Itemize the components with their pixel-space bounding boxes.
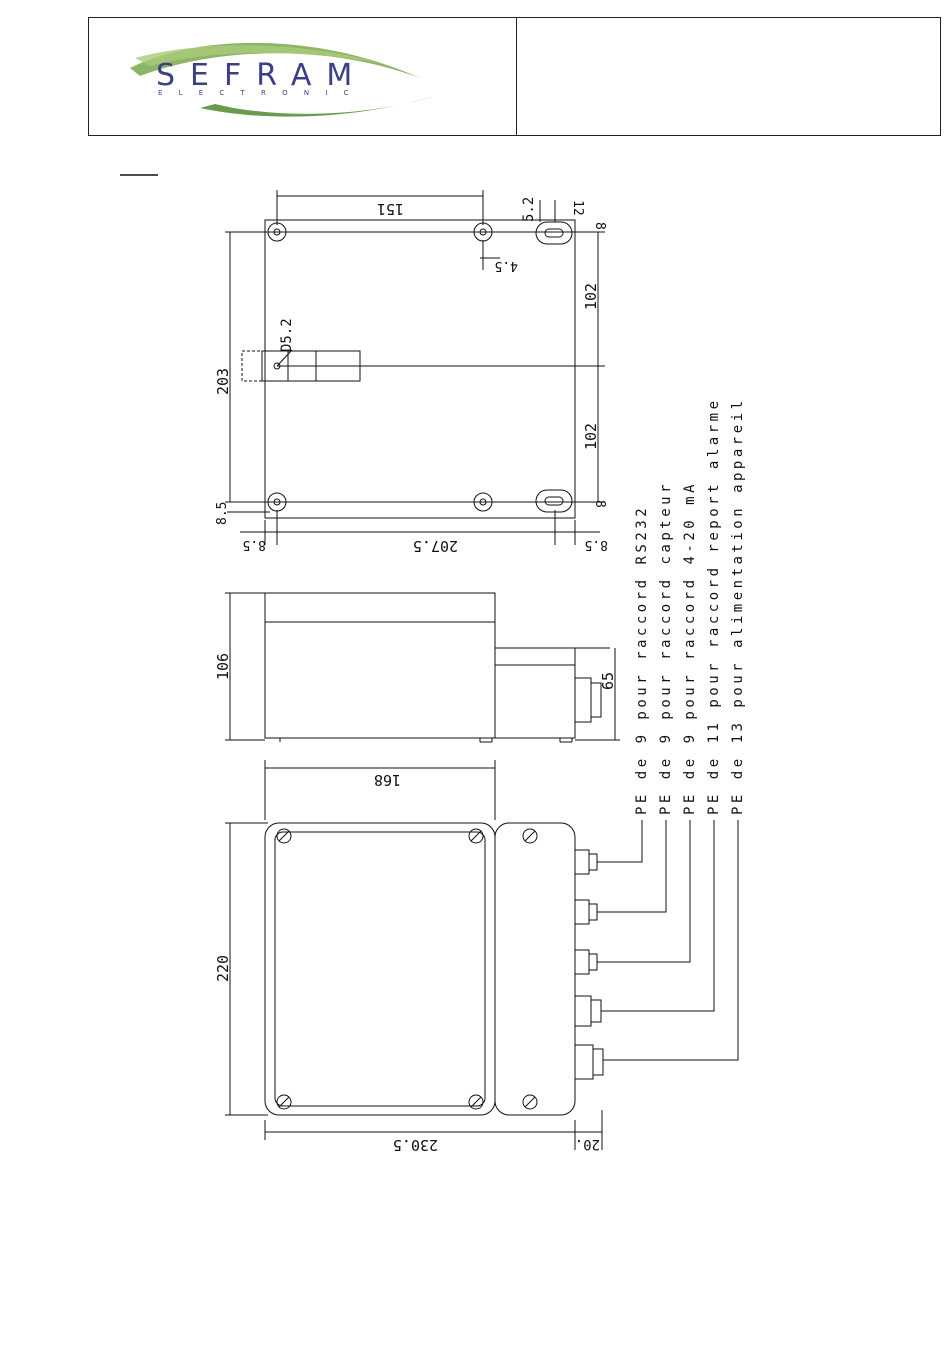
cable-gland-3 — [575, 950, 597, 974]
mount-slot — [536, 490, 572, 512]
dim-hole-diameter: D5.2 — [279, 318, 295, 352]
dim-front-length: 230.5 — [393, 1136, 438, 1154]
mount-slot — [536, 222, 572, 244]
dim-top-edge: 8 — [592, 222, 607, 230]
dim-front-height: 220 — [214, 955, 232, 982]
dim-width-holes: 151 — [377, 200, 404, 218]
gland-legend-2: PE de 9 pour raccord capteur — [658, 481, 674, 815]
front-view-lid — [275, 832, 485, 1106]
dim-hole-offset: 4.5 — [495, 258, 518, 273]
front-view-terminal-cover — [495, 823, 575, 1115]
dim-left-margin: 8.5 — [243, 537, 266, 552]
cable-gland-4 — [575, 996, 601, 1026]
gland-legend-3: PE de 9 pour raccord 4-20 mA — [682, 481, 698, 815]
dim-side-step: 65 — [599, 672, 617, 690]
gland-legend-5: PE de 13 pour alimentation appareil — [730, 397, 746, 815]
front-view-enclosure — [265, 823, 495, 1115]
dim-side-height: 106 — [214, 653, 232, 680]
dim-gland-projection: 20. — [575, 1136, 600, 1152]
dim-right-margin: 8.5 — [585, 537, 608, 552]
dim-bottom-edge-left: 8.5 — [215, 502, 230, 525]
cable-gland-1 — [575, 850, 597, 874]
dim-lower-half: 102 — [582, 423, 600, 450]
side-view-body — [265, 593, 495, 738]
dim-total-length: 207.5 — [413, 537, 458, 555]
cable-gland-2 — [575, 900, 597, 924]
dim-upper-half: 102 — [582, 283, 600, 310]
gland-legend-1: PE de 9 pour raccord RS232 — [634, 505, 650, 815]
dim-lid-width: 168 — [374, 771, 401, 789]
side-view-terminal-box — [495, 648, 575, 738]
cable-gland-5 — [575, 1045, 603, 1079]
dim-slot-width: 5.2 — [521, 197, 537, 222]
dim-total-height: 203 — [214, 368, 232, 395]
top-view-outline — [265, 220, 575, 518]
dim-bottom-edge-right: 8 — [592, 500, 607, 508]
gland-legend-4: PE de 11 pour raccord report alarme — [706, 397, 722, 815]
dim-slot-len: 12 — [570, 200, 585, 216]
